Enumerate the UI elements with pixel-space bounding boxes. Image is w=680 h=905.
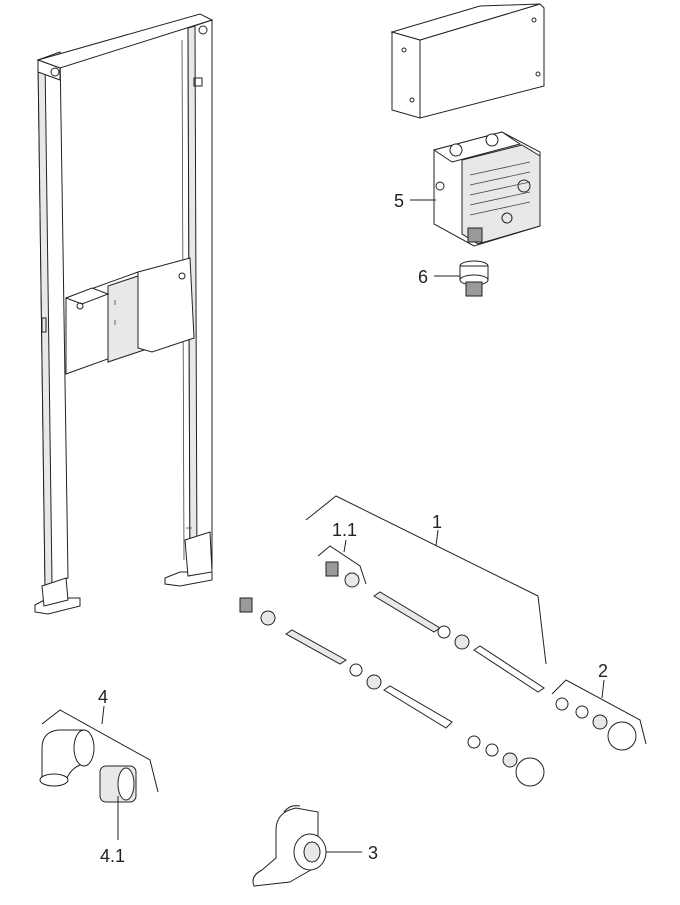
- callout-lines: [41, 199, 647, 853]
- label-1-1: 1.1: [332, 520, 357, 540]
- elbow-fitting: [39, 729, 137, 803]
- connector-piece: [459, 260, 489, 297]
- label-4-1: 4.1: [100, 846, 125, 866]
- siphon-fitting: [252, 805, 327, 887]
- label-4: 4: [98, 687, 108, 707]
- flush-valve-box: [432, 131, 541, 247]
- fixing-set-2: [555, 697, 637, 751]
- label-6: 6: [418, 267, 428, 287]
- label-1: 1: [432, 512, 442, 532]
- label-3: 3: [368, 843, 378, 863]
- mounting-bracket: [390, 3, 545, 119]
- fixing-set-1: [285, 591, 545, 787]
- label-2: 2: [598, 661, 608, 681]
- mounting-frame: [34, 13, 214, 615]
- label-5: 5: [394, 191, 404, 211]
- fixing-set-1-1: [239, 561, 360, 626]
